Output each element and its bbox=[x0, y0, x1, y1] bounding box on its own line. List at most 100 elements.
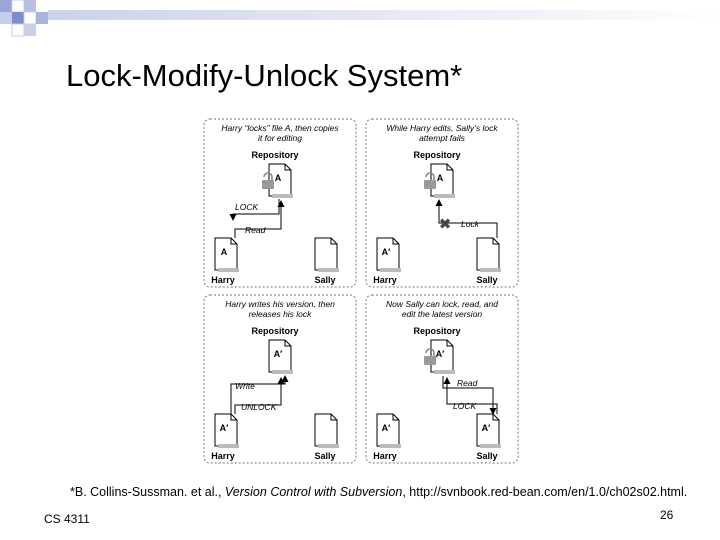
course-code: CS 4311 bbox=[44, 512, 90, 526]
repository-file: A bbox=[268, 163, 293, 198]
document-shadow bbox=[318, 444, 339, 448]
decorative-header-squares bbox=[0, 0, 720, 37]
panel-caption: Now Sally can lock, read, and bbox=[386, 299, 498, 309]
repository-label: Repository bbox=[413, 150, 460, 160]
slide-title: Lock-Modify-Unlock System* bbox=[66, 58, 463, 93]
page-fold bbox=[230, 238, 237, 245]
document-icon bbox=[214, 237, 238, 271]
panel-caption: attempt fails bbox=[419, 133, 466, 143]
sally-label: Sally bbox=[476, 451, 497, 461]
panel-border bbox=[203, 118, 357, 288]
sally-file: A′ bbox=[476, 413, 501, 448]
arrow-label: Read bbox=[457, 378, 478, 388]
harry-label: Harry bbox=[373, 275, 397, 285]
repository-label: Repository bbox=[251, 326, 298, 336]
page-fold bbox=[230, 414, 237, 421]
lock-body bbox=[262, 180, 274, 189]
document-icon bbox=[376, 237, 400, 271]
arrow bbox=[443, 377, 498, 414]
repository-file: A′ bbox=[430, 339, 455, 374]
sally-label: Sally bbox=[314, 275, 335, 285]
arrow-label: Lock bbox=[461, 219, 480, 229]
harry-label: Harry bbox=[211, 275, 235, 285]
lock-shackle bbox=[425, 172, 435, 180]
page-fold bbox=[446, 164, 453, 171]
document-shadow bbox=[272, 370, 293, 374]
failed-lock-icon: ✖ bbox=[439, 216, 452, 233]
document-shadow bbox=[272, 194, 293, 198]
document-shadow bbox=[218, 444, 239, 448]
sally-file bbox=[476, 237, 501, 272]
document-shadow bbox=[218, 268, 239, 272]
document-label: A′ bbox=[482, 423, 491, 433]
document-shadow bbox=[380, 268, 401, 272]
lock-body bbox=[424, 180, 436, 189]
document-shadow bbox=[434, 194, 455, 198]
arrow-label: UNLOCK bbox=[241, 402, 277, 412]
harry-file: A bbox=[214, 237, 239, 272]
arrow bbox=[234, 200, 285, 238]
repository-file: A bbox=[430, 163, 455, 198]
page-fold bbox=[492, 238, 499, 245]
page-fold bbox=[392, 238, 399, 245]
arrow bbox=[442, 376, 497, 415]
arrow bbox=[234, 377, 285, 414]
page-fold bbox=[446, 340, 453, 347]
lock-shackle bbox=[263, 172, 273, 180]
repository-file: A′ bbox=[268, 339, 293, 374]
harry-file: A′ bbox=[376, 237, 401, 272]
document-label: A′ bbox=[220, 423, 229, 433]
panel-caption: it for editing bbox=[258, 133, 302, 143]
document-icon bbox=[268, 339, 292, 373]
document-icon bbox=[314, 237, 338, 271]
arrow-label: Read bbox=[245, 225, 266, 235]
arrow-label: LOCK bbox=[453, 401, 476, 411]
arrow bbox=[230, 375, 289, 414]
lock-icon bbox=[424, 172, 436, 189]
document-icon bbox=[376, 413, 400, 447]
document-label: A′ bbox=[274, 349, 283, 359]
arrow-label: LOCK bbox=[235, 202, 258, 212]
page-number: 26 bbox=[660, 508, 674, 522]
repository-label: Repository bbox=[251, 150, 298, 160]
lock-icon bbox=[424, 348, 436, 365]
document-label: A bbox=[221, 247, 228, 257]
page-fold bbox=[392, 414, 399, 421]
document-shadow bbox=[434, 370, 455, 374]
document-shadow bbox=[318, 268, 339, 272]
lock-icon bbox=[262, 172, 274, 189]
document-icon bbox=[314, 413, 338, 447]
lock-shackle bbox=[425, 348, 435, 356]
panel-border bbox=[203, 294, 357, 464]
harry-label: Harry bbox=[373, 451, 397, 461]
sally-file bbox=[314, 413, 339, 448]
page-fold bbox=[284, 164, 291, 171]
document-icon bbox=[268, 163, 292, 197]
panel-caption: edit the latest version bbox=[402, 309, 483, 319]
repository-label: Repository bbox=[413, 326, 460, 336]
page-fold bbox=[330, 238, 337, 245]
document-label: A′ bbox=[382, 423, 391, 433]
panel-caption: While Harry edits, Sally’s lock bbox=[386, 123, 498, 133]
harry-label: Harry bbox=[211, 451, 235, 461]
document-label: A bbox=[275, 173, 282, 183]
page-fold bbox=[284, 340, 291, 347]
sally-label: Sally bbox=[476, 275, 497, 285]
harry-file: A′ bbox=[376, 413, 401, 448]
document-icon bbox=[430, 339, 454, 373]
lock-body bbox=[424, 356, 436, 365]
document-icon bbox=[214, 413, 238, 447]
page-fold bbox=[492, 414, 499, 421]
document-label: A′ bbox=[436, 349, 445, 359]
document-shadow bbox=[380, 444, 401, 448]
harry-file: A′ bbox=[214, 413, 239, 448]
arrow-label: Write bbox=[235, 381, 255, 391]
page-fold bbox=[330, 414, 337, 421]
document-icon bbox=[476, 237, 500, 271]
panel-border bbox=[365, 118, 519, 288]
